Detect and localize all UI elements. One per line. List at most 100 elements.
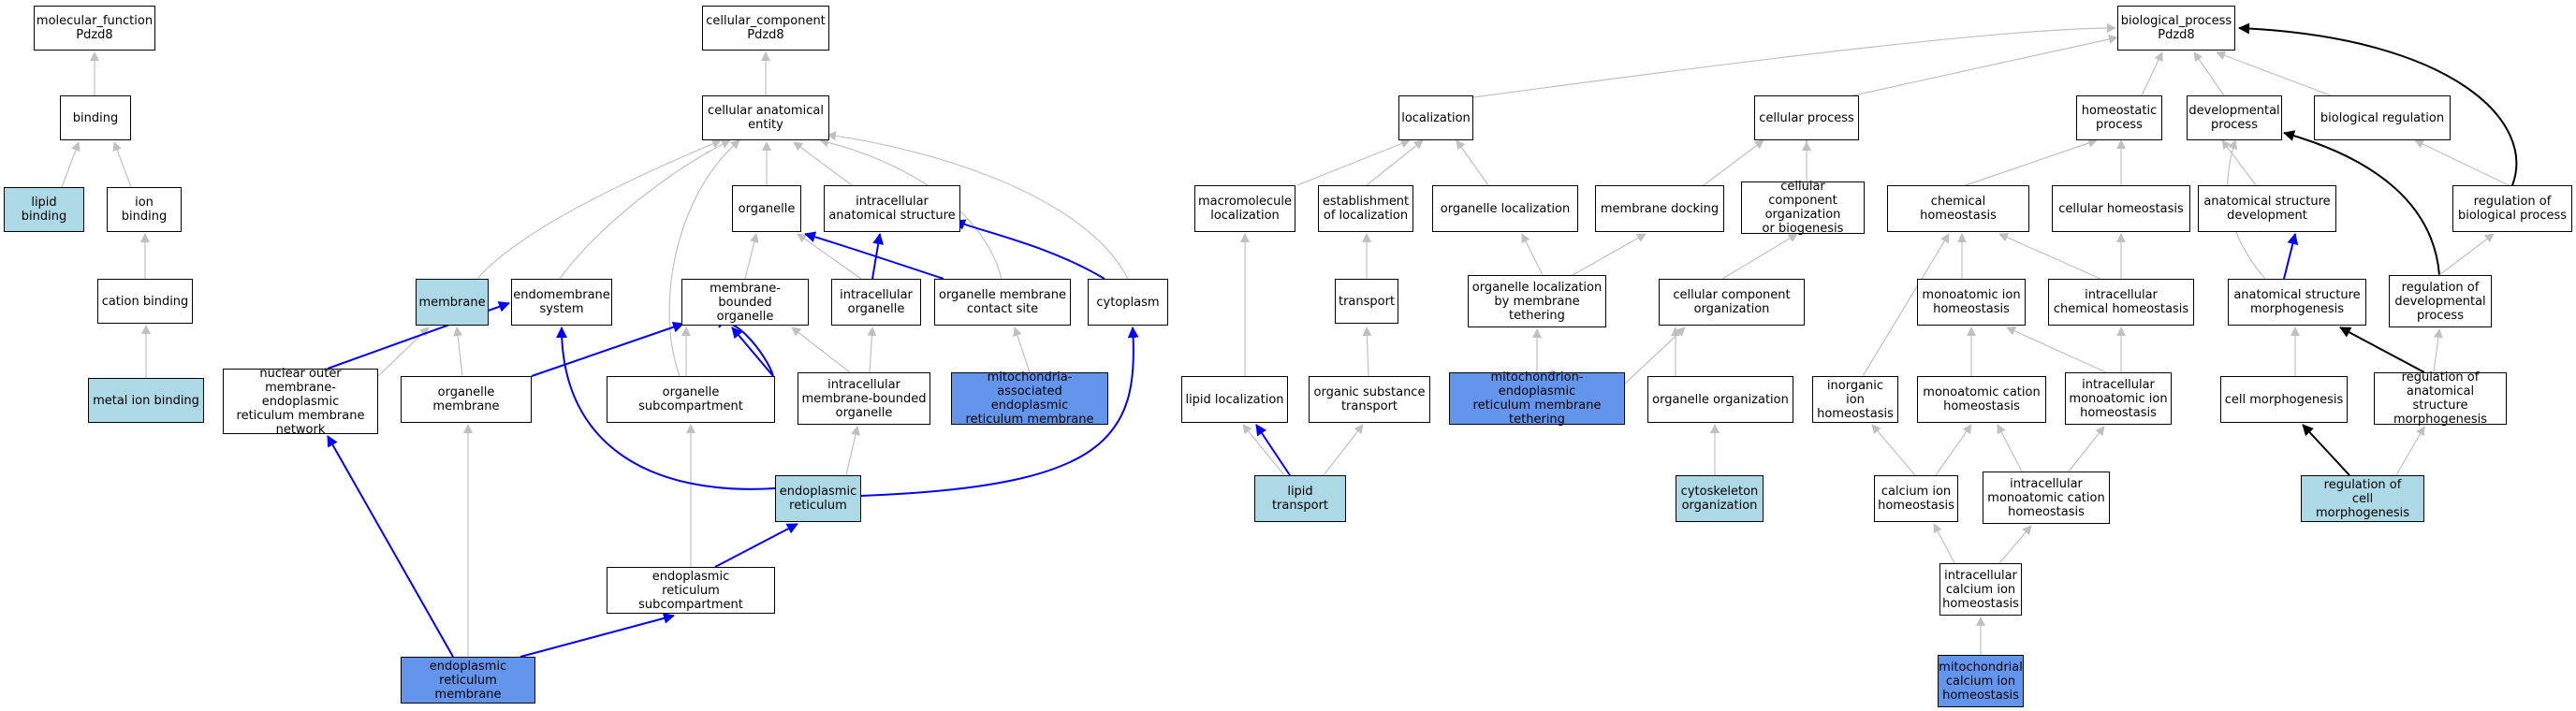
is-a-edge bbox=[2414, 139, 2510, 186]
is-a-edge bbox=[1472, 23, 2116, 98]
node-anatomical-structure-morphogenesis[interactable]: anatomical structure morphogenesis bbox=[2228, 279, 2366, 326]
node-intracellular-chemical-homeostasis[interactable]: intracellular chemical homeostasis bbox=[2048, 279, 2194, 326]
node-binding[interactable]: binding bbox=[60, 95, 131, 140]
node-membrane-bounded-organelle[interactable]: membrane-bounded organelle bbox=[681, 279, 809, 326]
node-regulation-of-biological-process[interactable]: regulation of biological process bbox=[2452, 185, 2572, 232]
is-a-edge bbox=[1362, 326, 1372, 377]
is-a-edge bbox=[867, 326, 877, 373]
is-a-edge bbox=[1998, 525, 2032, 564]
node-inorganic-ion-homeostasis[interactable]: inorganic ion homeostasis bbox=[1812, 376, 1898, 423]
node-intracellular-membrane-bounded-organelle[interactable]: intracellular membrane-bounded organelle bbox=[798, 372, 930, 425]
is-a-edge bbox=[1998, 233, 2101, 280]
node-cellular-component-organization[interactable]: cellular component organization bbox=[1659, 279, 1805, 326]
node-macromolecule-localization[interactable]: macromolecule localization bbox=[1194, 185, 1295, 232]
regulates-edge bbox=[2283, 130, 2440, 276]
node-organelle-localization[interactable]: organelle localization bbox=[1432, 185, 1578, 232]
is-a-edge bbox=[1624, 326, 1686, 385]
node-cytoplasm[interactable]: cytoplasm bbox=[1088, 279, 1168, 326]
node-lipid-transport[interactable]: lipid transport bbox=[1254, 475, 1346, 522]
node-calcium-ion-homeostasis[interactable]: calcium ion homeostasis bbox=[1874, 475, 1958, 522]
node-mf-root[interactable]: molecular_function Pdzd8 bbox=[34, 6, 155, 51]
is-a-edge bbox=[2433, 328, 2443, 373]
is-a-edge bbox=[559, 139, 731, 280]
is-a-edge bbox=[1572, 233, 1647, 276]
node-monoatomic-cation-homeostasis[interactable]: monoatomic cation homeostasis bbox=[1917, 376, 2046, 423]
node-anatomical-structure-development[interactable]: anatomical structure development bbox=[2198, 185, 2336, 232]
node-biological-regulation[interactable]: biological regulation bbox=[2314, 95, 2451, 140]
node-endoplasmic-reticulum[interactable]: endoplasmic reticulum bbox=[775, 475, 861, 522]
node-chemical-homeostasis[interactable]: chemical homeostasis bbox=[1887, 185, 2029, 232]
node-organelle-localization-by-membrane-tethering[interactable]: organelle localization by membrane tethe… bbox=[1468, 275, 1606, 327]
regulates-edge bbox=[2238, 22, 2518, 186]
is-a-edge bbox=[791, 326, 851, 373]
is-a-edge bbox=[1323, 424, 1364, 476]
is-a-edge bbox=[2068, 426, 2105, 472]
is-a-edge bbox=[1703, 139, 1764, 186]
node-er-membrane[interactable]: endoplasmic reticulum membrane bbox=[401, 657, 535, 704]
node-developmental-process[interactable]: developmental process bbox=[2187, 95, 2282, 140]
node-cation-binding[interactable]: cation binding bbox=[97, 279, 193, 324]
is-a-edge bbox=[1296, 138, 1411, 186]
is-a-edge bbox=[1871, 424, 1916, 476]
node-cellular-process[interactable]: cellular process bbox=[1754, 95, 1859, 140]
node-intracellular-monoatomic-cation-homeostasis[interactable]: intracellular monoatomic cation homeosta… bbox=[1983, 472, 2110, 524]
part-of-edge bbox=[327, 435, 454, 658]
is-a-edge bbox=[1242, 424, 1285, 476]
node-intracellular-organelle[interactable]: intracellular organelle bbox=[831, 279, 921, 326]
node-endomembrane-system[interactable]: endomembrane system bbox=[511, 279, 612, 326]
part-of-edge bbox=[954, 219, 1105, 280]
node-monoatomic-ion-homeostasis[interactable]: monoatomic ion homeostasis bbox=[1917, 279, 2026, 326]
node-bp-root[interactable]: biological_process Pdzd8 bbox=[2117, 6, 2235, 51]
part-of-edge bbox=[718, 323, 774, 377]
is-a-edge bbox=[453, 326, 463, 377]
part-of-edge bbox=[1255, 424, 1291, 476]
node-lipid-binding[interactable]: lipid binding bbox=[4, 187, 84, 232]
node-ccob[interactable]: cellular component organization or bioge… bbox=[1741, 180, 1865, 236]
node-regulation-of-cell-morphogenesis[interactable]: regulation of cell morphogenesis bbox=[2301, 475, 2424, 522]
is-a-edge bbox=[1013, 326, 1031, 373]
node-cytoskeleton-organization[interactable]: cytoskeleton organization bbox=[1676, 475, 1764, 522]
node-ion-binding[interactable]: ion binding bbox=[107, 187, 182, 232]
is-a-edge bbox=[827, 131, 1129, 280]
node-mitochondrion-er-tethering[interactable]: mitochondrion-endoplasmic reticulum memb… bbox=[1449, 370, 1625, 427]
node-cell-morphogenesis[interactable]: cell morphogenesis bbox=[2220, 376, 2348, 423]
part-of-edge bbox=[714, 523, 798, 568]
is-a-edge bbox=[1852, 35, 2118, 96]
node-organelle-membrane[interactable]: organelle membrane bbox=[401, 376, 532, 423]
node-cellular-homeostasis[interactable]: cellular homeostasis bbox=[2052, 185, 2190, 232]
node-homeostatic-process[interactable]: homeostatic process bbox=[2076, 95, 2162, 140]
node-organelle[interactable]: organelle bbox=[732, 185, 801, 232]
node-localization[interactable]: localization bbox=[1398, 95, 1473, 140]
part-of-edge bbox=[531, 321, 684, 377]
node-mam[interactable]: mitochondria-associated endoplasmic reti… bbox=[951, 370, 1108, 427]
is-a-edge bbox=[793, 141, 853, 186]
node-nuclear-outer-er-network[interactable]: nuclear outer membrane-endoplasmic retic… bbox=[223, 367, 378, 437]
node-intracellular-calcium-ion-homeostasis[interactable]: intracellular calcium ion homeostasis bbox=[1939, 563, 2022, 616]
node-lipid-localization[interactable]: lipid localization bbox=[1181, 376, 1288, 423]
node-er-subcompartment[interactable]: endoplasmic reticulum subcompartment bbox=[607, 567, 775, 614]
node-transport[interactable]: transport bbox=[1335, 279, 1398, 324]
node-intracellular-anatomical-structure[interactable]: intracellular anatomical structure bbox=[824, 185, 960, 232]
node-membrane-docking[interactable]: membrane docking bbox=[1595, 185, 1724, 232]
node-organelle-organization[interactable]: organelle organization bbox=[1647, 376, 1793, 423]
is-a-edge bbox=[2216, 51, 2332, 96]
is-a-edge bbox=[1721, 233, 1798, 280]
node-organic-substance-transport[interactable]: organic substance transport bbox=[1309, 376, 1430, 423]
node-cellular-anatomical-entity[interactable]: cellular anatomical entity bbox=[702, 95, 829, 140]
node-membrane[interactable]: membrane bbox=[416, 279, 489, 326]
node-regulation-of-developmental-process[interactable]: regulation of developmental process bbox=[2389, 275, 2492, 327]
node-mitochondrial-calcium-ion-homeostasis[interactable]: mitochondrial calcium ion homeostasis bbox=[1938, 655, 2024, 707]
part-of-edge bbox=[804, 231, 944, 280]
regulates-edge bbox=[2339, 326, 2425, 373]
node-cc-root[interactable]: cellular_component Pdzd8 bbox=[702, 6, 829, 51]
node-establishment-of-localization[interactable]: establishment of localization bbox=[1318, 185, 1413, 232]
node-organelle-subcompartment[interactable]: organelle subcompartment bbox=[607, 376, 775, 423]
node-intracellular-monoatomic-ion-homeostasis[interactable]: intracellular monoatomic ion homeostasis bbox=[2065, 372, 2172, 425]
node-regulation-of-anatomical-structure-morphogenesis[interactable]: regulation of anatomical structure morph… bbox=[2374, 370, 2507, 427]
node-organelle-membrane-contact-site[interactable]: organelle membrane contact site bbox=[934, 279, 1071, 326]
node-metal-ion-binding[interactable]: metal ion binding bbox=[88, 378, 204, 423]
is-a-edge bbox=[61, 141, 80, 188]
is-a-edge bbox=[2221, 139, 2257, 186]
